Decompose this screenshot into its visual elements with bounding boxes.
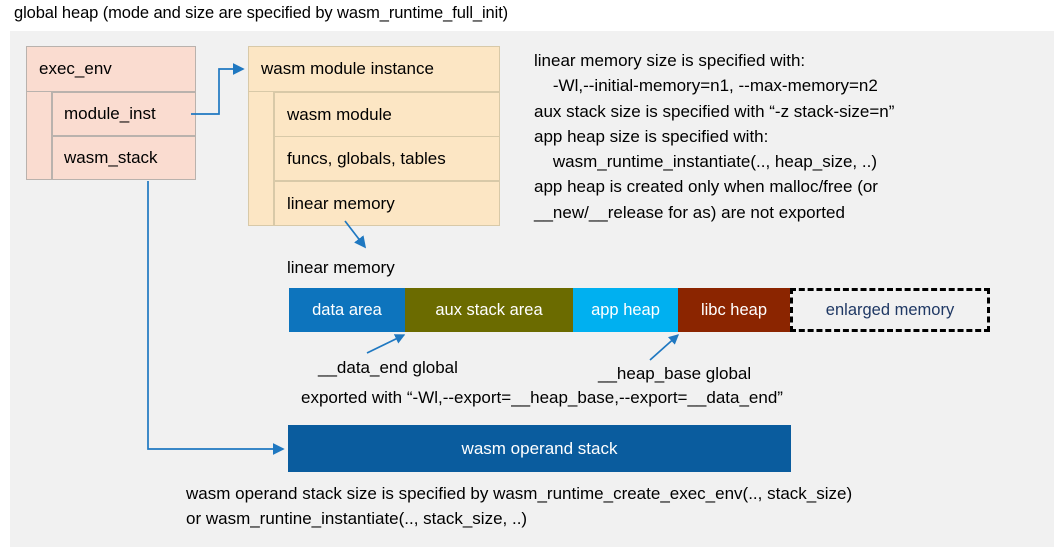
module-instance-header: wasm module instance	[248, 46, 500, 92]
segment-enlarged-memory: enlarged memory	[790, 288, 990, 332]
segment-app-heap: app heap	[573, 288, 678, 332]
memory-config-notes: linear memory size is specified with: -W…	[534, 51, 895, 222]
exec-env-row-module-inst: module_inst	[52, 92, 196, 136]
exec-env-row-wasm-stack: wasm_stack	[52, 136, 196, 180]
annotation-exported-with: exported with “-Wl,--export=__heap_base,…	[301, 388, 783, 407]
segment-libc-heap: libc heap	[678, 288, 790, 332]
exec-env-gutter	[26, 92, 52, 180]
module-instance-row-wasm-module: wasm module	[274, 92, 500, 137]
module-instance-gutter	[248, 92, 274, 226]
module-instance-row-funcs-globals-tables: funcs, globals, tables	[274, 136, 500, 181]
linear-memory-label: linear memory	[287, 258, 395, 277]
annotation-heap-base: __heap_base global	[598, 364, 752, 383]
module-instance-row-linear-memory: linear memory	[274, 181, 500, 226]
segment-aux-stack-area: aux stack area	[405, 288, 573, 332]
segment-data-area: data area	[289, 288, 405, 332]
page-title: global heap (mode and size are specified…	[14, 4, 509, 22]
wasm-operand-stack-box: wasm operand stack	[288, 425, 791, 472]
linear-memory-bar: data area aux stack area app heap libc h…	[289, 288, 990, 332]
operand-stack-note: wasm operand stack size is specified by …	[186, 484, 853, 529]
annotation-data-end: __data_end global	[318, 358, 458, 377]
exec-env-header: exec_env	[26, 46, 196, 92]
